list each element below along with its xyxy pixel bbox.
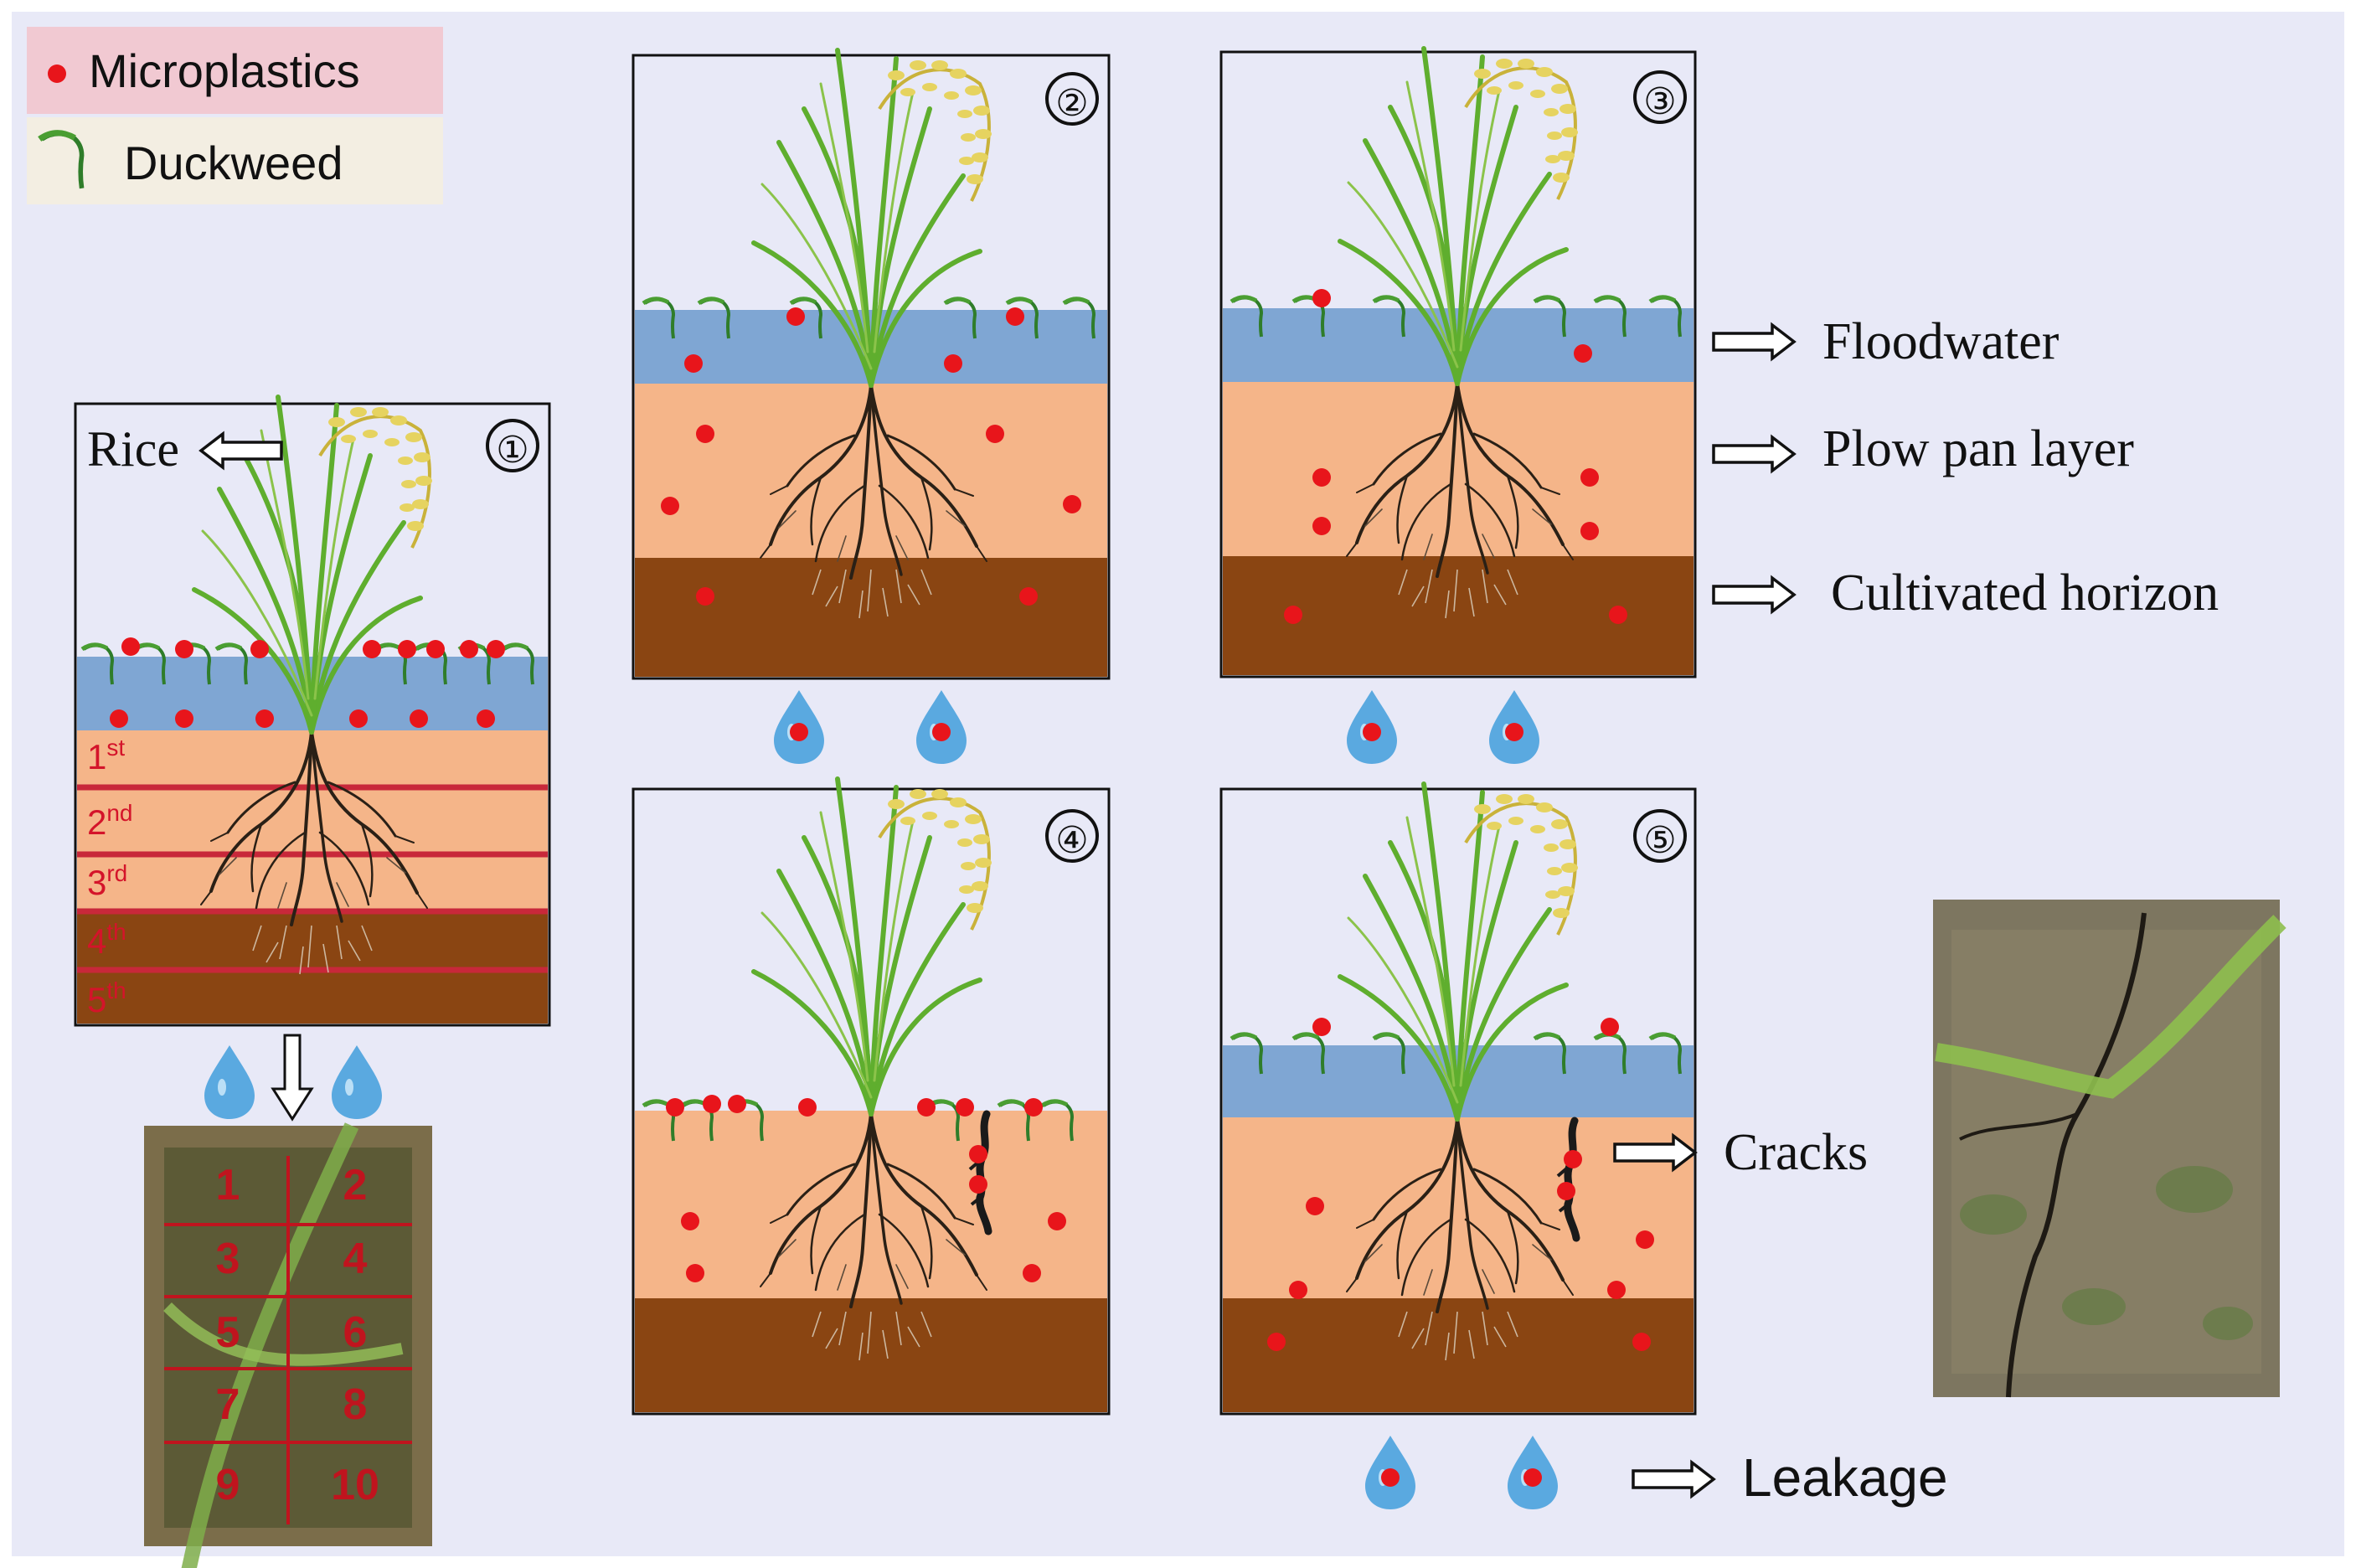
panel-5-number: ⑤	[1643, 820, 1676, 861]
leaked-microplastic	[1363, 723, 1381, 741]
panel-1-layer-lines	[77, 784, 548, 973]
grid-number: 3	[216, 1235, 240, 1283]
rice-label: Rice	[87, 421, 179, 477]
field-grid-numbers: 1 2 3 4 5 6 7 8 9 10	[216, 1161, 379, 1509]
panel-3-number: ③	[1643, 81, 1676, 122]
panel-1-microplastics	[110, 637, 505, 728]
panel-5: ⑤ Cracks Leakage	[1219, 784, 1948, 1509]
grid-number: 10	[331, 1461, 379, 1509]
down-arrow-icon	[271, 1034, 314, 1122]
panel-1-number-circle	[486, 419, 539, 472]
soil-photo-crack	[1959, 1112, 2078, 1141]
leaked-microplastic	[1523, 1468, 1542, 1487]
leaked-microplastic	[932, 723, 951, 741]
soil-photo-leaf	[1935, 915, 2286, 1099]
legend-microplastics-label: Microplastics	[89, 44, 360, 97]
layer-legend: Floodwater Plow pan layer Cultivated hor…	[1712, 313, 2219, 622]
legend-duckweed-bg	[27, 117, 443, 204]
panel-2-number: ②	[1055, 83, 1088, 124]
grid-number: 5	[216, 1308, 240, 1357]
grid-number: 2	[343, 1161, 368, 1210]
panel-3-number-circle	[1633, 70, 1687, 124]
cracked-soil-photo	[1933, 900, 2286, 1398]
cracks-label: Cracks	[1724, 1124, 1868, 1181]
panel-5-number-circle	[1633, 809, 1687, 863]
panel-4-number: ④	[1055, 820, 1088, 861]
panel-2: ②	[632, 50, 1111, 764]
layer-label-1: 1st	[87, 735, 125, 776]
grid-number: 7	[216, 1380, 240, 1429]
grid-number: 8	[343, 1380, 368, 1429]
soil-photo-crack	[2006, 912, 2147, 1398]
layer-label-5: 5th	[87, 977, 126, 1019]
layer-label-3: 3rd	[87, 860, 127, 902]
microplastic-dot-icon	[48, 64, 66, 83]
panel-1: 1st 2nd 3rd 4th 5th Rice ①	[74, 397, 551, 1027]
grid-number: 1	[216, 1161, 240, 1210]
leaked-microplastic	[1381, 1468, 1400, 1487]
field-grid-lines	[164, 1156, 412, 1524]
panel-1-leakage	[204, 1034, 382, 1122]
panel-4-microplastics	[666, 1095, 1066, 1282]
field-photo-leaf	[181, 1122, 359, 1568]
panel-2-microplastics	[661, 307, 1081, 606]
panel-1-number: ①	[496, 430, 528, 471]
grid-number: 6	[343, 1308, 368, 1357]
floodwater-label: Floodwater	[1822, 313, 2060, 370]
legend-duckweed-label: Duckweed	[124, 137, 343, 189]
field-grid-photo: 1 2 3 4 5 6 7 8 9 10	[144, 1122, 432, 1568]
panel-3-plow-pan	[1223, 382, 1694, 556]
panel-5-cultivated	[1223, 1298, 1694, 1412]
plow-pan-label: Plow pan layer	[1822, 420, 2134, 477]
grid-number: 9	[216, 1461, 240, 1509]
leakage-label: Leakage	[1742, 1447, 1948, 1508]
field-photo-leaf	[163, 1302, 404, 1366]
soil-photo-moss	[1960, 1166, 2253, 1340]
leaked-microplastic	[1505, 723, 1523, 741]
layer-label-2: 2nd	[87, 800, 133, 842]
panel-4: ④	[632, 779, 1111, 1416]
panel-5-microplastics	[1267, 1018, 1654, 1351]
panel-1-plow-pan	[77, 730, 548, 913]
legend: Microplastics Duckweed	[27, 27, 443, 204]
panel-3-microplastics	[1284, 289, 1627, 624]
layer-label-4: 4th	[87, 919, 126, 961]
leaked-microplastic	[790, 723, 808, 741]
panel-2-number-circle	[1045, 72, 1099, 126]
panel-4-number-circle	[1045, 809, 1099, 863]
panel-3: ③	[1219, 49, 1697, 764]
grid-number: 4	[343, 1235, 368, 1283]
cultivated-label: Cultivated horizon	[1831, 565, 2219, 622]
panel-1-layer-labels: 1st 2nd 3rd 4th 5th	[87, 735, 133, 1019]
legend-microplastics-bg	[27, 27, 443, 114]
